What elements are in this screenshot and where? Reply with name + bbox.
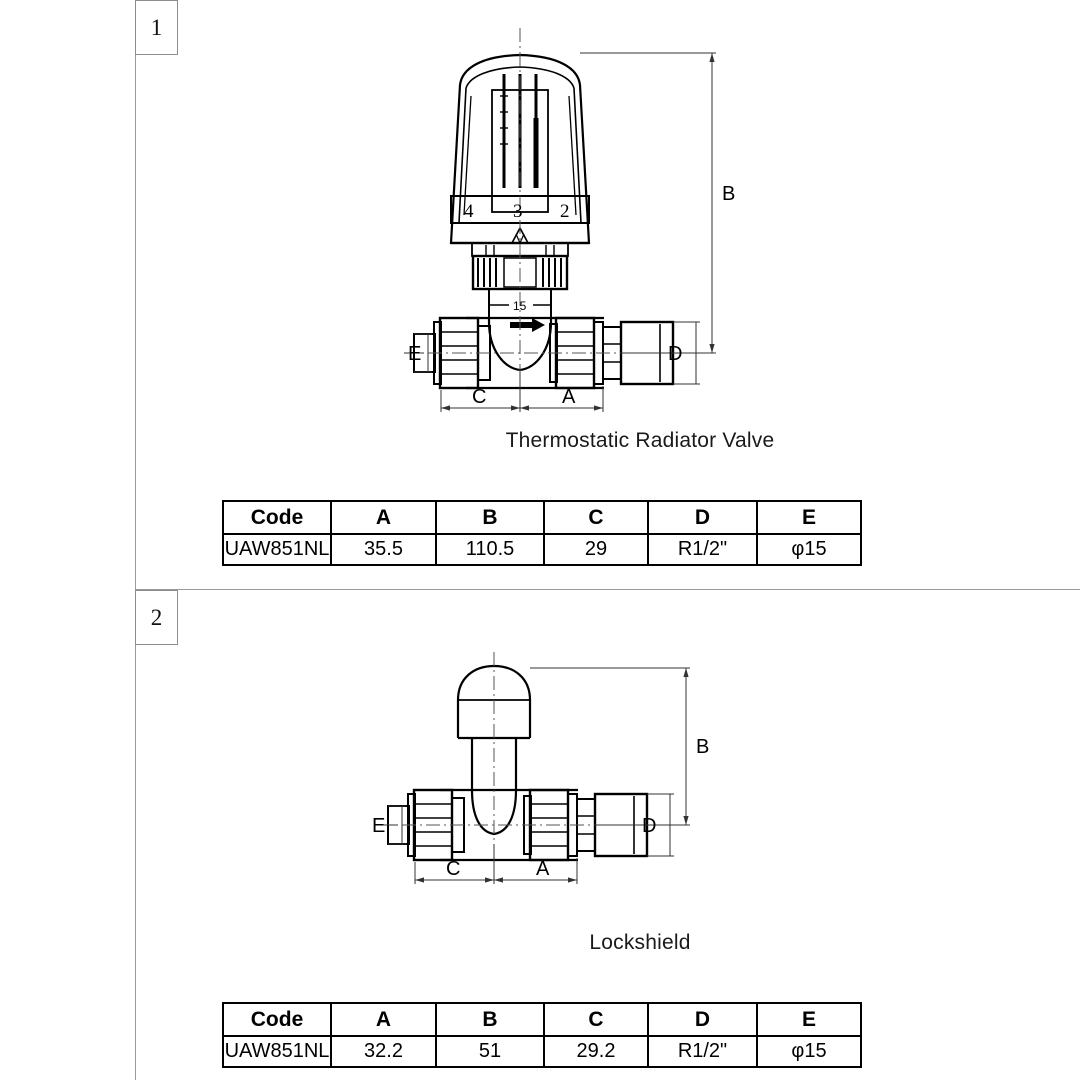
frame-vertical-rule-top [135,0,136,589]
td-d-1: R1/2" [647,533,758,566]
section-index-1: 1 [135,0,178,55]
dimension-label-e-2: E [372,815,385,837]
caption-thermostatic-valve: Thermostatic Radiator Valve [505,429,775,452]
td-c-1: 29 [543,533,649,566]
dimension-label-b-2: B [696,736,709,758]
table-header-row: Code A B C D E [222,1002,862,1037]
th-d-1: D [647,500,758,535]
td-c-2: 29.2 [543,1035,649,1068]
frame-horizontal-divider [135,589,1080,590]
dimension-label-e-1: E [408,343,421,365]
td-e-1: φ15 [756,533,862,566]
dimension-label-c-2: C [446,858,460,880]
dimension-label-a-2: A [536,858,550,880]
td-a-2: 32.2 [330,1035,437,1068]
caption-lockshield: Lockshield [589,931,691,954]
th-e-1: E [756,500,862,535]
body-marking-15: 15 [513,299,527,313]
section-index-1-label: 1 [150,14,163,40]
dial-number-4: 4 [464,201,474,222]
dimension-label-c-1: C [472,386,486,408]
dial-number-3: 3 [513,201,523,222]
td-e-2: φ15 [756,1035,862,1068]
td-code-1: UAW851NL [222,533,332,566]
th-b-2: B [435,1002,545,1037]
dimension-label-a-1: A [562,386,576,408]
th-d-2: D [647,1002,758,1037]
th-code-2: Code [222,1002,332,1037]
thermostatic-valve-drawing: B E D C A [404,28,735,412]
th-e-2: E [756,1002,862,1037]
td-d-2: R1/2" [647,1035,758,1068]
td-b-1: 110.5 [435,533,545,566]
dial-number-2: 2 [560,201,570,222]
td-b-2: 51 [435,1035,545,1068]
table-row: UAW851NL 32.2 51 29.2 R1/2" φ15 [222,1035,862,1068]
section-index-2-label: 2 [150,604,163,630]
th-a-2: A [330,1002,437,1037]
dimension-label-d-2: D [642,815,656,837]
section-index-2: 2 [135,590,178,645]
table-row: UAW851NL 35.5 110.5 29 R1/2" φ15 [222,533,862,566]
th-a-1: A [330,500,437,535]
table-header-row: Code A B C D E [222,500,862,535]
td-code-2: UAW851NL [222,1035,332,1068]
th-b-1: B [435,500,545,535]
dimension-label-d-1: D [668,343,682,365]
dimension-label-b-1: B [722,183,735,205]
frame-vertical-rule-bottom [135,589,136,1080]
td-a-1: 35.5 [330,533,437,566]
spec-table-thermostatic-valve: Code A B C D E UAW851NL 35.5 110.5 29 R1… [222,500,862,566]
spec-table-lockshield: Code A B C D E UAW851NL 32.2 51 29.2 R1/… [222,1002,862,1068]
th-code-1: Code [222,500,332,535]
th-c-1: C [543,500,649,535]
lockshield-valve-drawing: B E D C A [372,652,709,884]
th-c-2: C [543,1002,649,1037]
